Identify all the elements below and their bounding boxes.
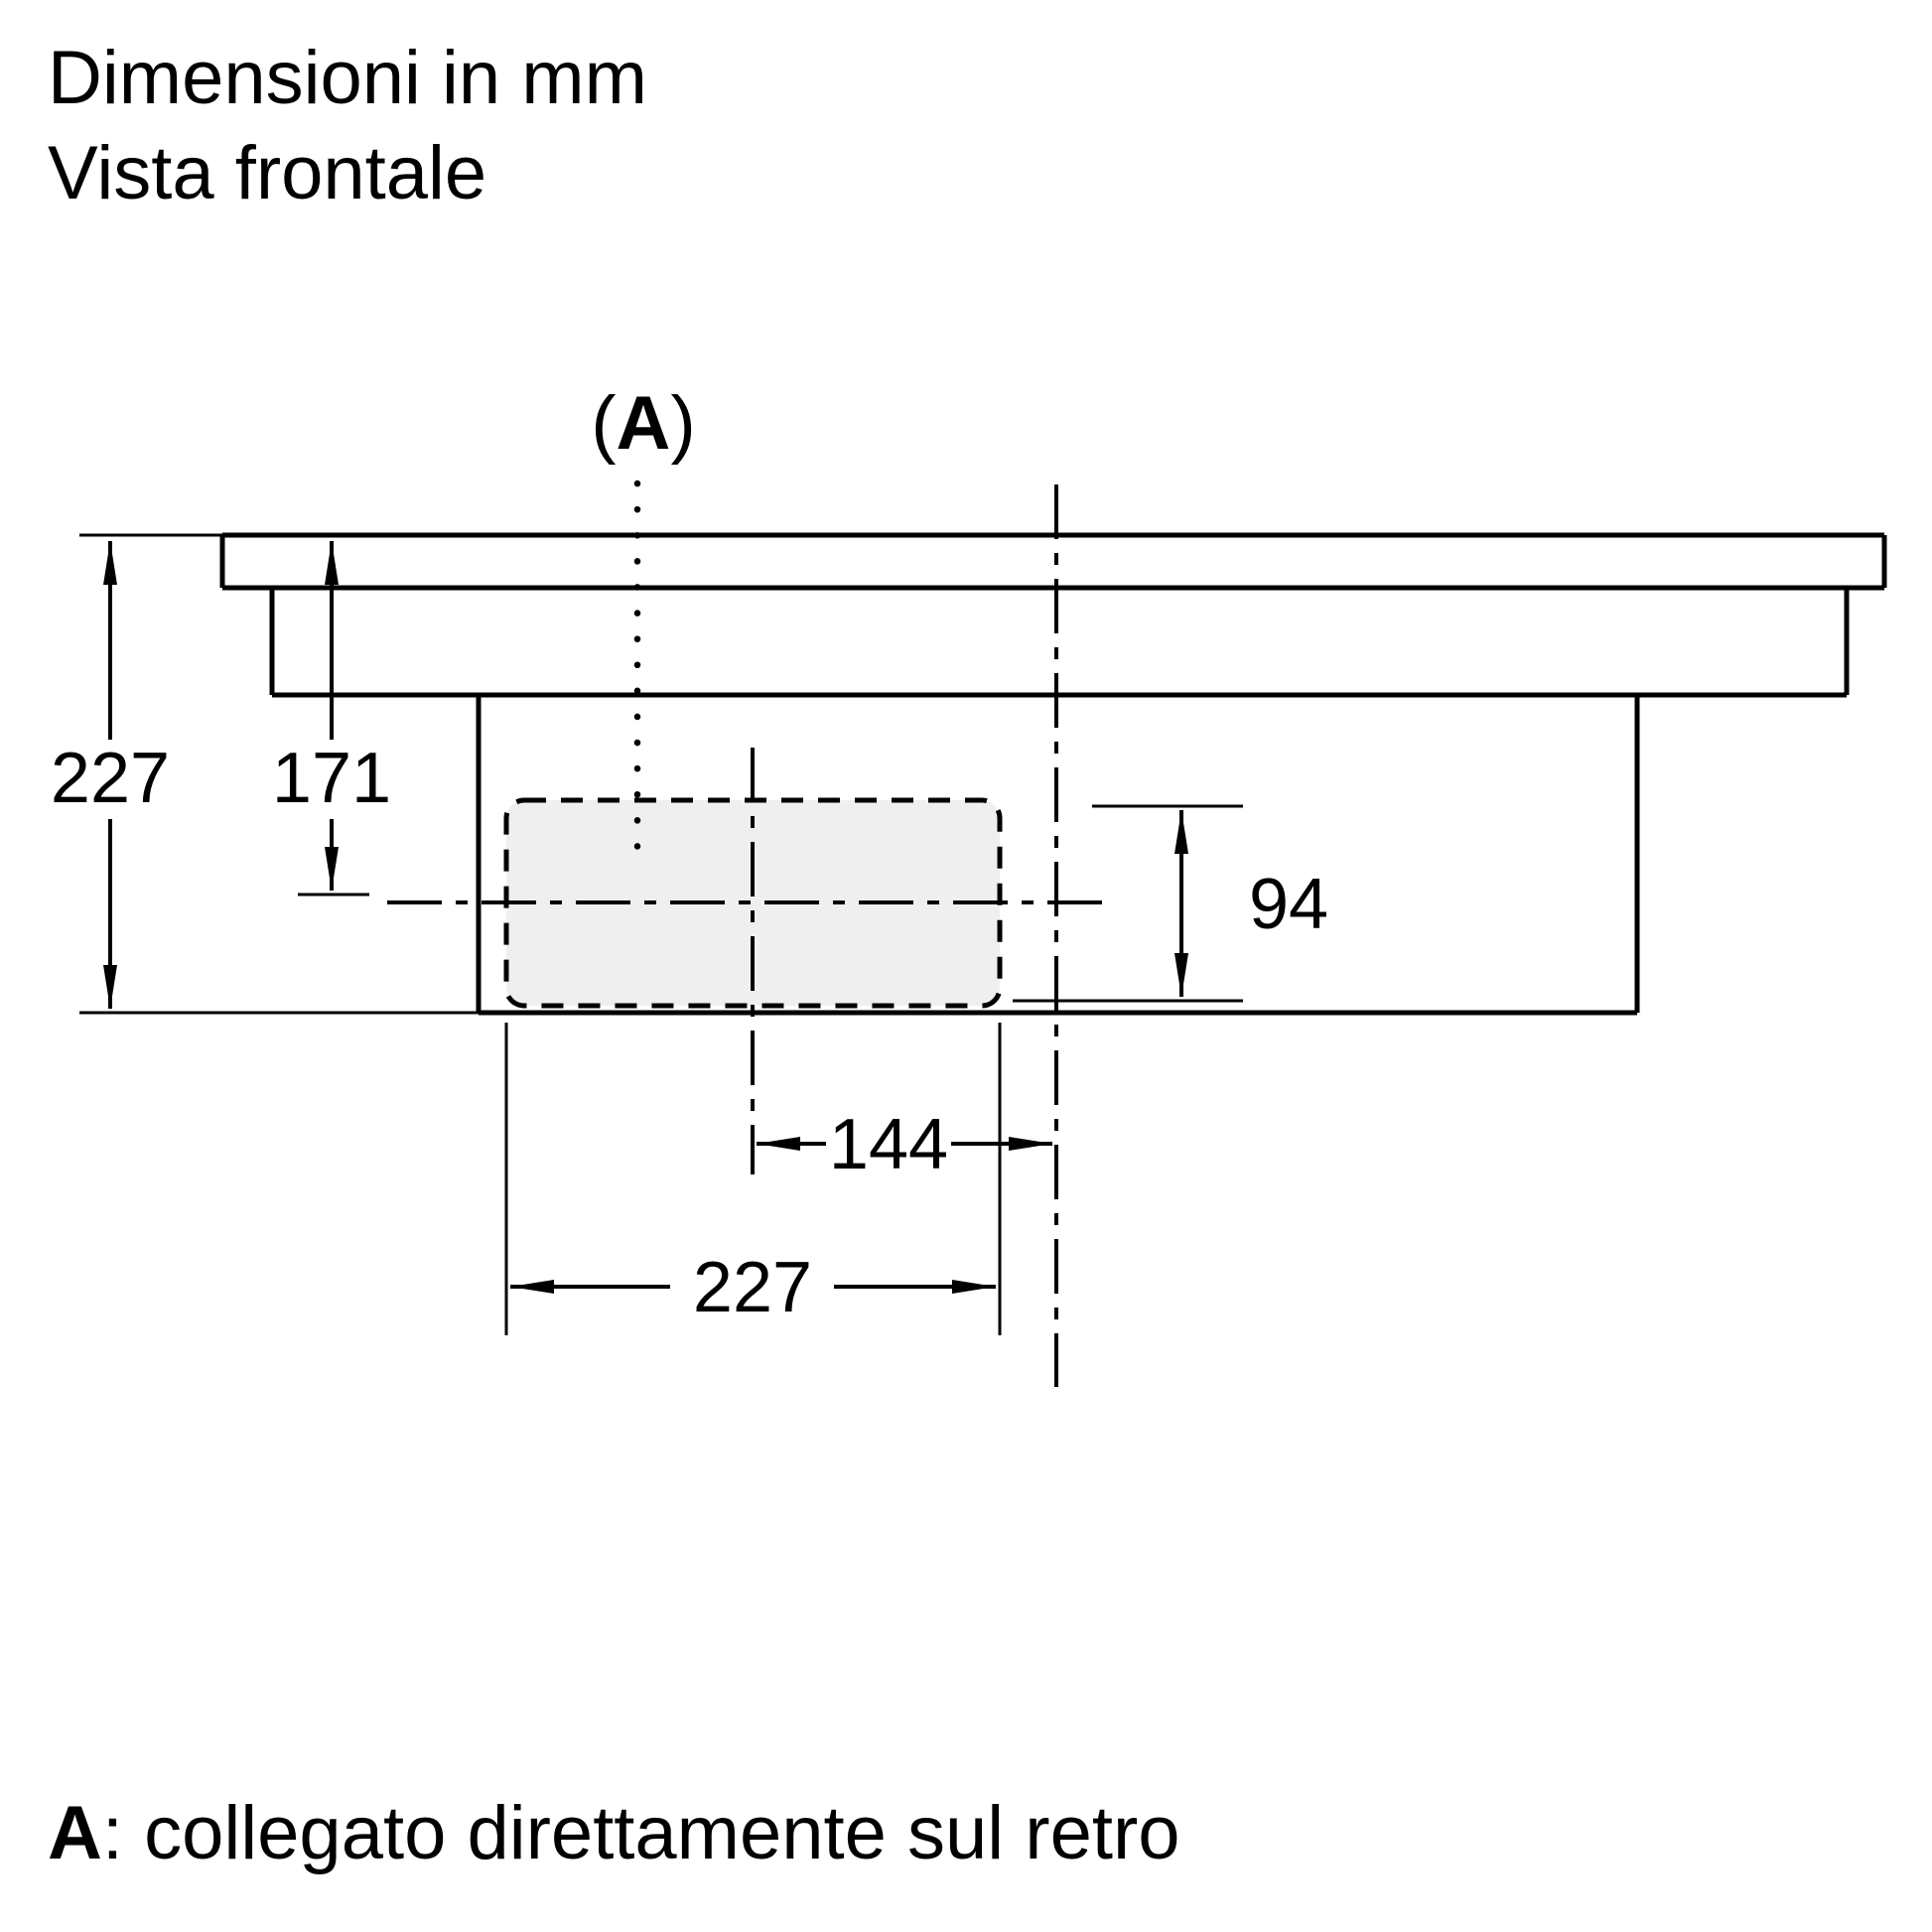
reference-lines	[387, 480, 1106, 1387]
dim-total-height-value: 227	[51, 739, 170, 818]
title-line-1: Dimensioni in mm	[48, 36, 647, 120]
point-a-suffix: )	[670, 381, 695, 466]
point-a-letter: A	[617, 381, 671, 466]
dim-outlet-width-value: 227	[693, 1248, 812, 1327]
dimension-total-height: 227	[51, 541, 170, 1009]
dim-duct-height-value: 94	[1249, 865, 1328, 944]
dim-glass-to-axis-value: 171	[272, 739, 391, 818]
hob-cross-section	[219, 532, 1887, 1016]
dim-axis-to-edge-value: 144	[829, 1105, 948, 1184]
extension-lines	[79, 533, 1243, 1335]
footnote-text: : collegato direttamente sul retro	[102, 1791, 1180, 1875]
dimension-glass-to-axis: 171	[272, 541, 391, 891]
dimension-axis-to-edge: 144	[757, 1105, 1052, 1184]
title-line-2: Vista frontale	[48, 131, 486, 215]
dimension-outlet-width: 227	[510, 1248, 996, 1327]
footnote-marker: A	[48, 1791, 102, 1875]
point-a-prefix: (	[591, 381, 616, 466]
connection-point-label: (A)	[591, 381, 696, 466]
footnote: A: collegato direttamente sul retro	[48, 1791, 1180, 1875]
dimension-duct-height: 94	[1174, 810, 1328, 997]
